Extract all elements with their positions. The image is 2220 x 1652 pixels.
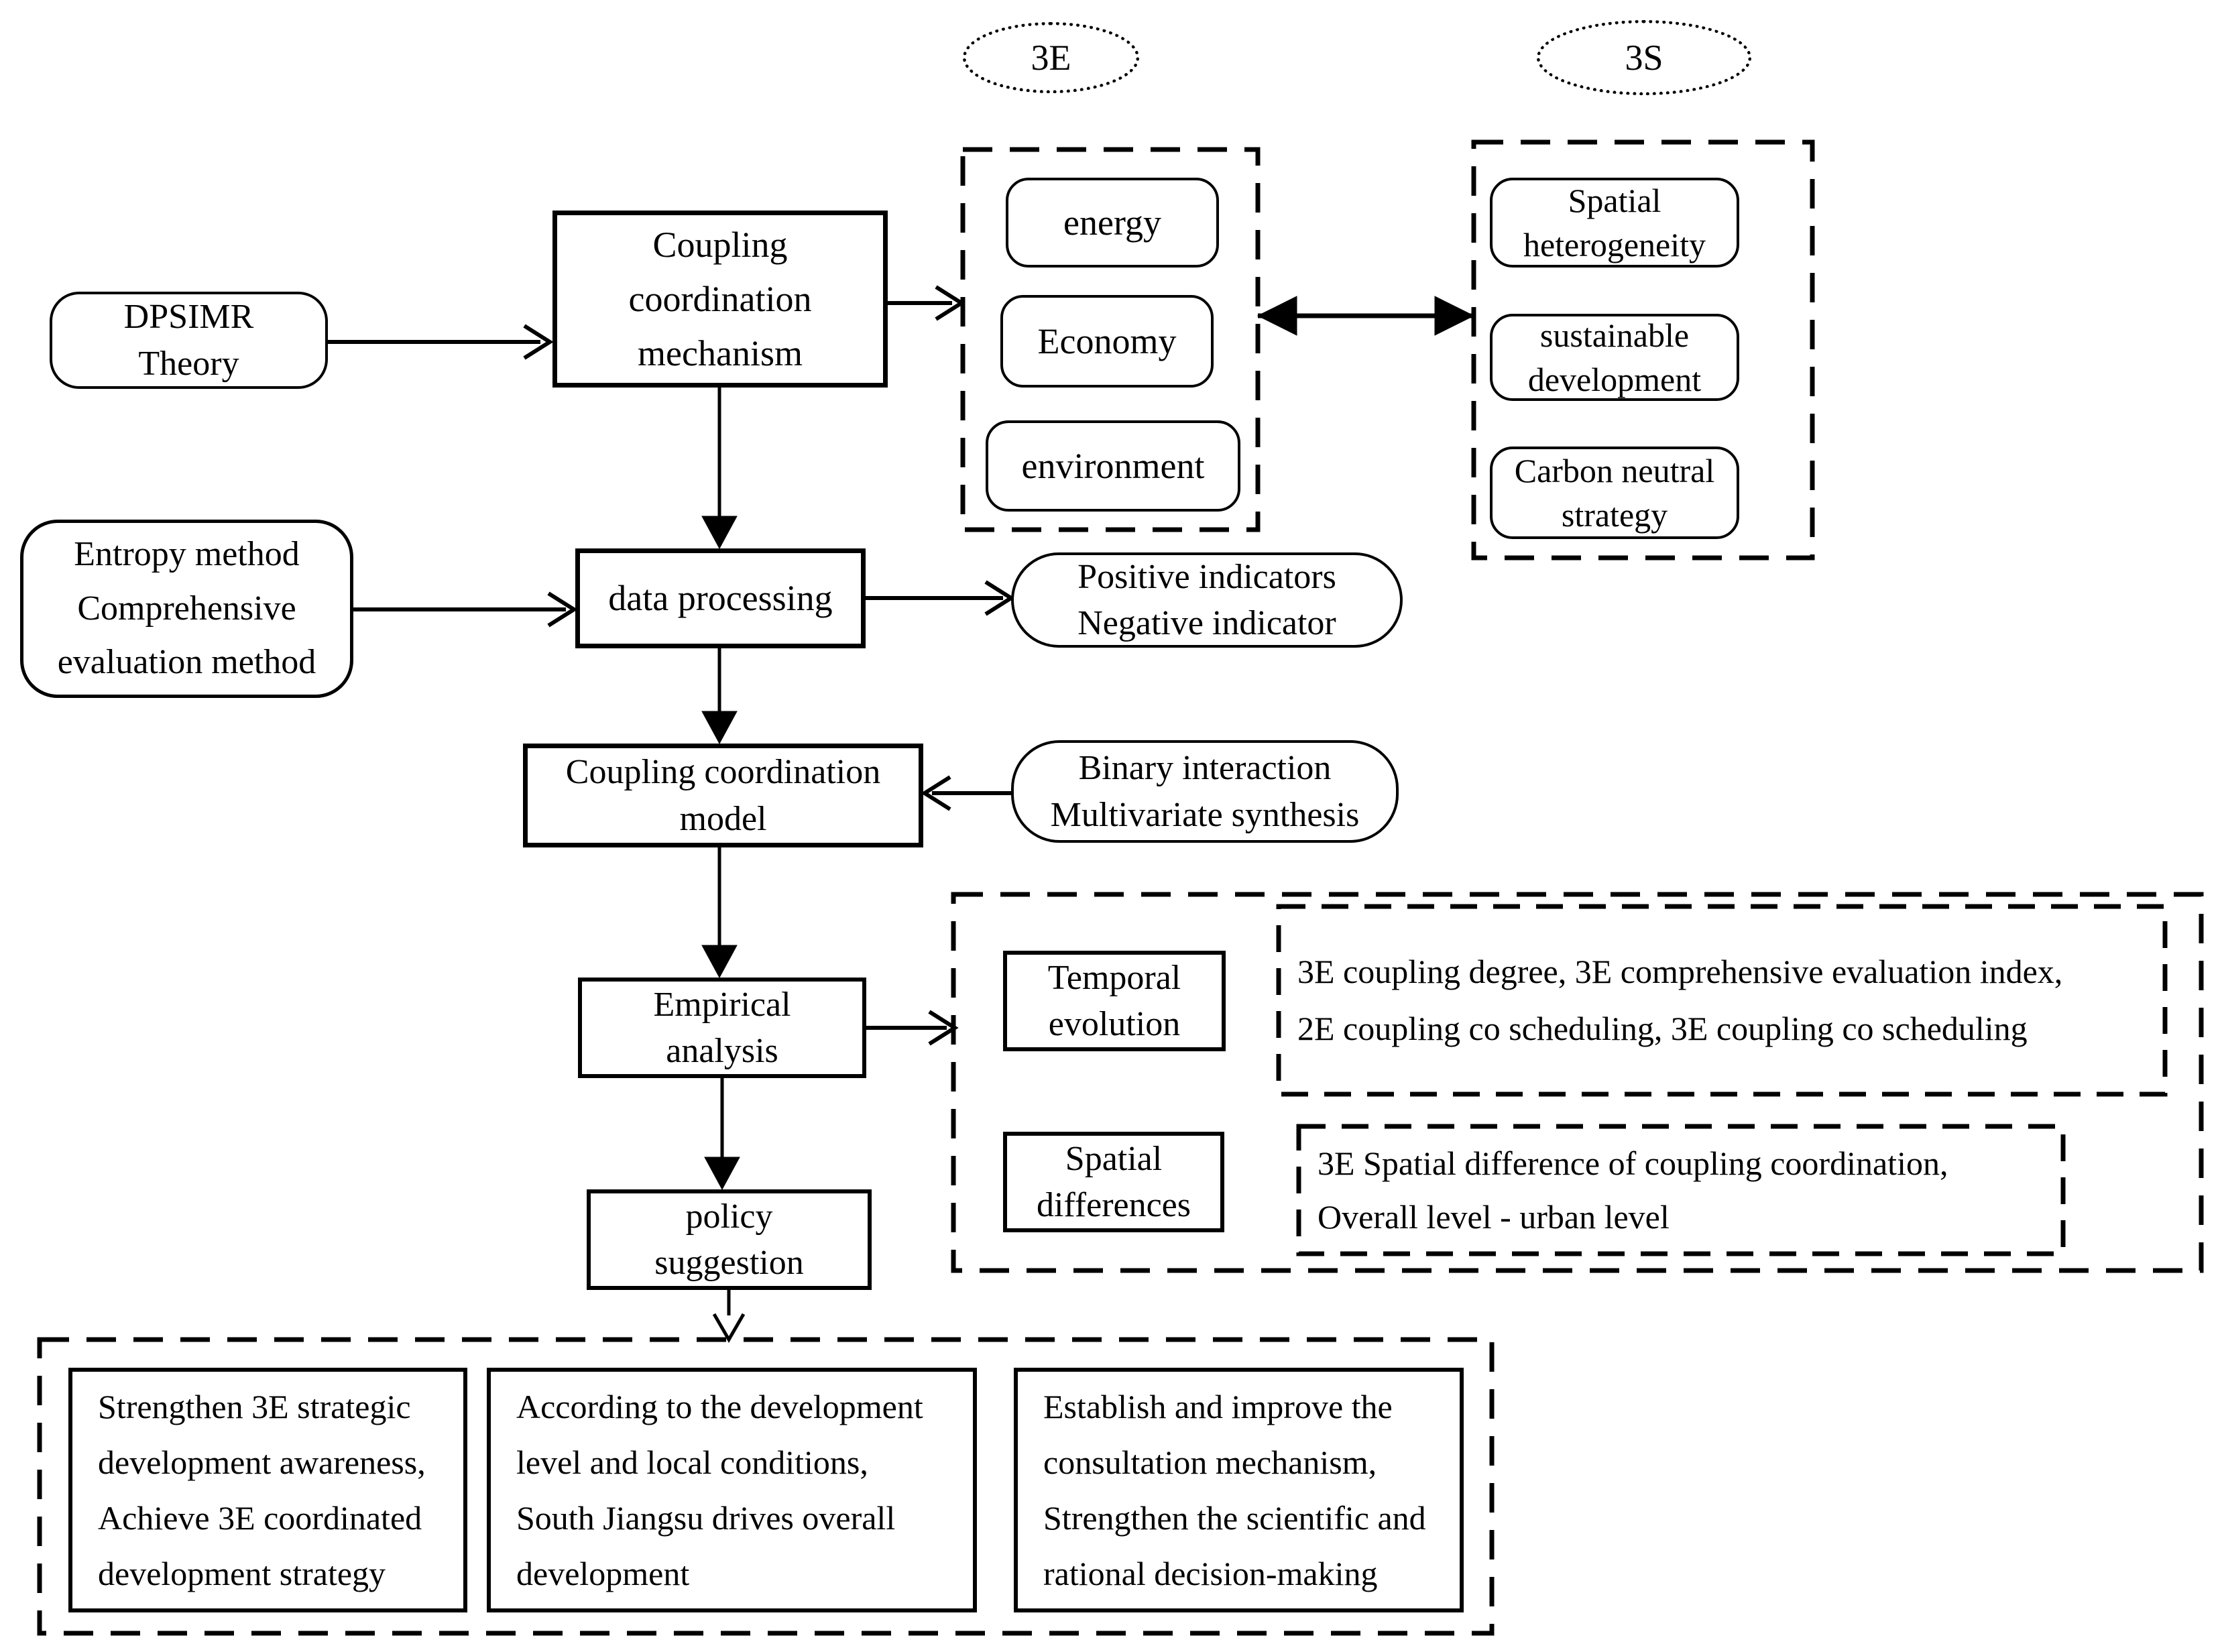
node-coupling-mechanism: Coupling coordination mechanism bbox=[552, 211, 888, 388]
policy-strengthen-text: Strengthen 3E strategic development awar… bbox=[98, 1387, 426, 1592]
node-policy-jiangsu: According to the development level and l… bbox=[487, 1368, 977, 1612]
energy-label: energy bbox=[1063, 202, 1161, 243]
node-indicators: Positive indicators Negative indicator bbox=[1011, 552, 1403, 648]
arrow-dataprocessing-to-model bbox=[701, 648, 738, 745]
node-spatial-heterogeneity: Spatial heterogeneity bbox=[1490, 178, 1739, 268]
policy-establish-text: Establish and improve the consultation m… bbox=[1043, 1387, 1426, 1592]
arrow-empirical-to-policy bbox=[704, 1078, 740, 1191]
arrow-binary-to-model bbox=[921, 775, 1011, 811]
node-spatial-differences: Spatial differences bbox=[1003, 1132, 1224, 1232]
economy-label: Economy bbox=[1037, 320, 1177, 361]
node-policy-suggestion: policy suggestion bbox=[587, 1189, 872, 1290]
node-energy: energy bbox=[1006, 178, 1219, 268]
container-temporal-detail bbox=[1276, 904, 2168, 1097]
node-sustainable-development: sustainable development bbox=[1490, 314, 1739, 401]
3e-label: 3E bbox=[1031, 38, 1071, 78]
3s-label: 3S bbox=[1625, 38, 1663, 78]
arrow-mechanism-to-dataprocessing bbox=[701, 388, 738, 550]
spatial-differences-label: Spatial differences bbox=[1036, 1139, 1191, 1224]
node-3s-ellipse: 3S bbox=[1537, 20, 1751, 95]
temporal-results-text: 3E coupling degree, 3E comprehensive eva… bbox=[1297, 953, 2063, 1047]
arrow-policy-to-suggestions bbox=[712, 1290, 746, 1343]
node-empirical-analysis: Empirical analysis bbox=[578, 978, 866, 1078]
container-policy bbox=[37, 1337, 1495, 1636]
node-binary-interaction: Binary interaction Multivariate synthesi… bbox=[1011, 740, 1399, 843]
indicators-label: Positive indicators Negative indicator bbox=[1077, 557, 1336, 642]
detail-temporal-results: 3E coupling degree, 3E comprehensive eva… bbox=[1279, 906, 2165, 1094]
container-results bbox=[951, 892, 2204, 1273]
entropy-method-label: Entropy method Comprehensive evaluation … bbox=[57, 535, 316, 682]
data-processing-label: data processing bbox=[608, 578, 833, 619]
arrow-model-to-empirical bbox=[701, 847, 738, 979]
policy-jiangsu-text: According to the development level and l… bbox=[516, 1387, 923, 1592]
container-spatial-detail bbox=[1296, 1124, 2066, 1256]
detail-spatial-results: 3E Spatial difference of coupling coordi… bbox=[1299, 1126, 2063, 1254]
policy-suggestion-label: policy suggestion bbox=[654, 1197, 804, 1282]
node-coupling-model: Coupling coordination model bbox=[523, 744, 923, 847]
node-environment: environment bbox=[986, 420, 1240, 512]
sustainable-development-label: sustainable development bbox=[1527, 316, 1702, 399]
coupling-mechanism-label: Coupling coordination mechanism bbox=[628, 224, 812, 373]
temporal-evolution-label: Temporal evolution bbox=[1047, 958, 1181, 1043]
coupling-model-label: Coupling coordination model bbox=[565, 753, 881, 838]
dpsimr-theory-label: DPSIMR Theory bbox=[123, 298, 254, 383]
spatial-results-text: 3E Spatial difference of coupling coordi… bbox=[1318, 1144, 1948, 1236]
container-3s bbox=[1471, 139, 1815, 560]
spatial-heterogeneity-label: Spatial heterogeneity bbox=[1523, 181, 1706, 264]
arrow-3e-3s-bidirectional bbox=[1257, 296, 1475, 336]
node-3e-ellipse: 3E bbox=[963, 22, 1139, 93]
environment-label: environment bbox=[1021, 445, 1205, 486]
node-dpsimr-theory: DPSIMR Theory bbox=[50, 292, 328, 389]
node-temporal-evolution: Temporal evolution bbox=[1003, 951, 1226, 1051]
node-policy-strengthen: Strengthen 3E strategic development awar… bbox=[68, 1368, 467, 1612]
node-economy: Economy bbox=[1000, 295, 1214, 388]
carbon-neutral-strategy-label: Carbon neutral strategy bbox=[1514, 451, 1715, 534]
container-3e bbox=[960, 147, 1261, 532]
node-entropy-method: Entropy method Comprehensive evaluation … bbox=[20, 520, 353, 698]
binary-interaction-label: Binary interaction Multivariate synthesi… bbox=[1050, 749, 1360, 834]
node-policy-establish: Establish and improve the consultation m… bbox=[1014, 1368, 1464, 1612]
arrow-empirical-to-results bbox=[866, 1010, 959, 1046]
arrow-entropy-to-dataprocessing bbox=[353, 591, 578, 628]
node-carbon-neutral-strategy: Carbon neutral strategy bbox=[1490, 447, 1739, 539]
arrow-mechanism-to-3e bbox=[888, 285, 966, 321]
arrow-dataprocessing-to-indicators bbox=[866, 580, 1015, 616]
empirical-analysis-label: Empirical analysis bbox=[653, 985, 791, 1070]
arrow-dpsimr-to-mechanism bbox=[328, 324, 554, 360]
node-data-processing: data processing bbox=[575, 548, 866, 648]
